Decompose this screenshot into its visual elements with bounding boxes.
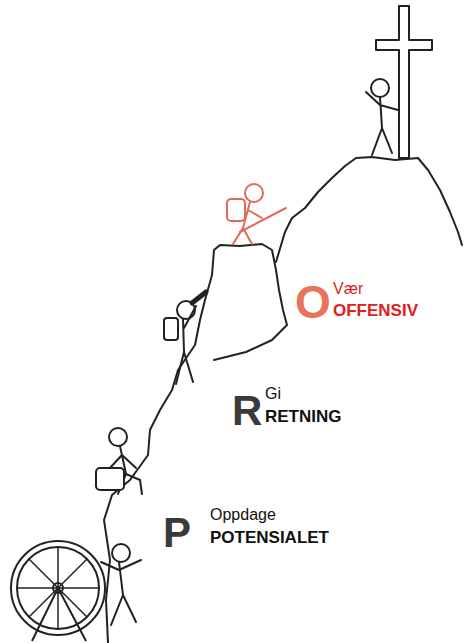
packing-figure [96,428,142,494]
body [366,92,398,155]
step-word: Oppdage [210,506,276,524]
binoculars [192,292,206,303]
runner-figure [101,544,141,625]
backpack [164,318,178,340]
step-title: POTENSIALET [210,528,329,548]
backpack [227,199,245,221]
body [176,306,196,384]
hamster-wheel [11,541,105,641]
big-letter: O [295,279,331,325]
pole [240,208,286,232]
big-letter: R [232,390,262,432]
body [101,560,141,625]
step-title: OFFENSIV [333,301,418,321]
step-word: Gi [265,385,281,403]
head [371,79,389,97]
head [112,544,130,562]
step-word: Vær [333,280,363,298]
wheel-stand [32,588,86,641]
summit-figure [366,79,398,155]
big-letter: P [163,512,191,554]
bag [96,468,124,490]
mountain-summit-peak [276,157,462,262]
binocular-figure [164,292,206,384]
mountain-left-face [104,244,287,643]
red-climber [227,184,286,244]
head [245,184,263,202]
step-title: RETNING [265,407,342,427]
head [109,428,127,446]
